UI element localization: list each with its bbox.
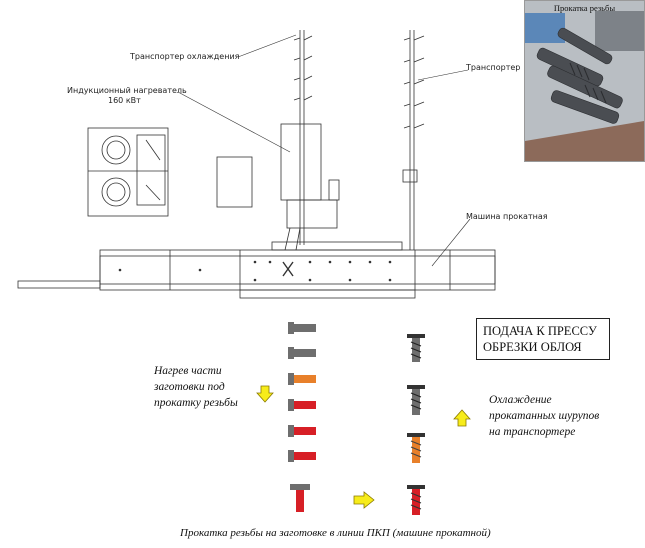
induction-heater bbox=[280, 123, 322, 201]
label-conveyor: Транспортер bbox=[466, 63, 521, 72]
blanks-column bbox=[288, 322, 316, 512]
screws-column bbox=[407, 334, 425, 515]
note-cooling-line3: на транспортере bbox=[489, 426, 576, 438]
cabinet-box bbox=[216, 156, 253, 208]
press-feed-box: ПОДАЧА К ПРЕССУ ОБРЕЗКИ ОБЛОЯ bbox=[476, 318, 610, 360]
arrow-down-icon bbox=[256, 385, 274, 403]
note-cooling-line2: прокатанных шурупов bbox=[489, 410, 600, 422]
label-induction-heater: Индукционный нагреватель bbox=[67, 86, 187, 95]
note-cooling-line1: Охлаждение bbox=[489, 394, 552, 406]
feed-tube bbox=[17, 280, 101, 289]
blank-red-2 bbox=[288, 425, 316, 437]
screw-red bbox=[407, 485, 425, 515]
caption: Прокатка резьбы на заготовке в линии ПКП… bbox=[180, 527, 491, 539]
blank-red-3 bbox=[288, 450, 316, 462]
label-cooling-conveyor: Транспортер охлаждения bbox=[130, 52, 240, 61]
label-induction-power: 160 кВт bbox=[108, 96, 141, 105]
rolling-heads bbox=[87, 127, 169, 217]
screw-gray-1 bbox=[407, 334, 425, 362]
note-heating-line3: прокатку резьбы bbox=[154, 397, 238, 409]
note-heating-line1: Нагрев части bbox=[154, 365, 222, 377]
label-rolling-machine: Машина прокатная bbox=[466, 212, 548, 221]
note-heating-line2: заготовки под bbox=[154, 381, 225, 393]
blank-orange bbox=[288, 373, 316, 385]
blank-gray-2 bbox=[288, 347, 316, 359]
note-cooling: Охлаждение прокатанных шурупов на трансп… bbox=[489, 392, 599, 440]
blank-gray-1 bbox=[288, 322, 316, 334]
press-box-line1: ПОДАЧА К ПРЕССУ bbox=[483, 324, 597, 338]
note-heating: Нагрев части заготовки под прокатку резь… bbox=[154, 363, 238, 411]
photo-image bbox=[525, 1, 644, 161]
arrow-right-icon bbox=[353, 491, 375, 509]
press-box-line2: ОБРЕЗКИ ОБЛОЯ bbox=[483, 340, 582, 354]
blank-red-vertical bbox=[290, 484, 310, 512]
screw-gray-2 bbox=[407, 385, 425, 415]
arrow-up-icon bbox=[453, 409, 471, 427]
machine-bed-inner bbox=[99, 255, 496, 285]
photo-title: Прокатка резьбы bbox=[553, 3, 616, 13]
blank-red-1 bbox=[288, 399, 316, 411]
screw-orange bbox=[407, 433, 425, 463]
photo-thread-rolling: Прокатка резьбы bbox=[524, 0, 645, 162]
